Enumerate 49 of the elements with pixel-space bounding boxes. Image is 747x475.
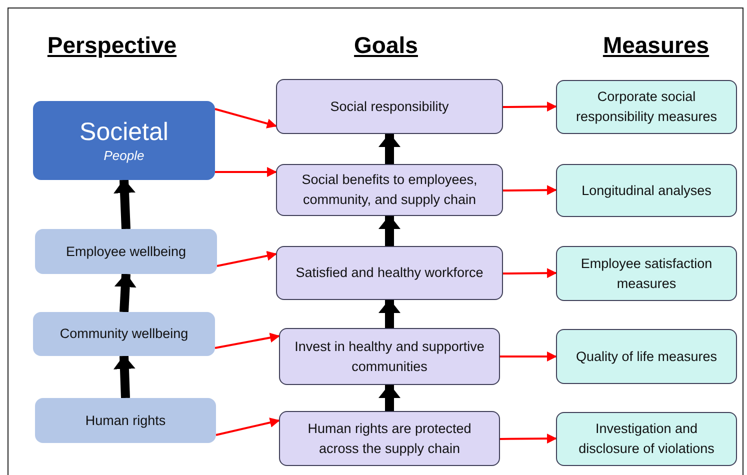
box-label: Corporate social responsibility measures xyxy=(574,88,718,126)
column-heading: Measures xyxy=(602,32,710,59)
block-arrow xyxy=(378,299,400,328)
arrow xyxy=(214,108,277,128)
box-label: Societal xyxy=(80,116,168,148)
goal-box xyxy=(279,328,500,385)
arrow xyxy=(214,332,280,349)
block-arrow xyxy=(378,133,400,164)
measure-box xyxy=(556,412,737,466)
arrow xyxy=(502,268,557,278)
column-heading: Goals xyxy=(354,32,418,59)
arrow xyxy=(216,250,277,267)
box-label: Quality of life measures xyxy=(576,348,718,366)
box-label: Human rights are protected across the supply chain xyxy=(306,420,472,458)
box-label: Human rights xyxy=(85,412,166,430)
box-label: Community wellbeing xyxy=(60,325,188,344)
block-arrow xyxy=(114,273,136,312)
arrow xyxy=(500,352,557,362)
goal-box xyxy=(276,79,503,134)
measure-box xyxy=(556,164,737,217)
box-subtitle: People xyxy=(104,148,144,164)
arrow xyxy=(502,185,557,196)
block-arrow xyxy=(378,384,400,411)
box-label: Employee satisfaction measures xyxy=(580,254,714,292)
box-label: Investigation and disclosure of violations xyxy=(578,420,716,458)
perspective-box xyxy=(33,101,215,180)
box-label: Social benefits to employees, community, and supply chain xyxy=(300,171,478,209)
column-heading: Perspective xyxy=(47,32,177,59)
block-arrow xyxy=(114,179,136,230)
arrow xyxy=(502,102,557,112)
box-label: Invest in healthy and supportive communities xyxy=(294,338,486,376)
goal-box xyxy=(276,164,503,216)
measure-box xyxy=(556,80,737,134)
perspective-box xyxy=(35,398,216,443)
perspective-box xyxy=(33,312,215,356)
arrow xyxy=(216,418,280,436)
box-label: Satisfied and healthy workforce xyxy=(296,264,484,282)
box-label: Longitudinal analyses xyxy=(582,182,712,200)
box-label: Employee wellbeing xyxy=(66,242,186,261)
goal-box xyxy=(279,411,500,466)
block-arrow xyxy=(113,355,136,398)
measure-box xyxy=(556,329,737,384)
measure-box xyxy=(556,246,737,301)
arrow xyxy=(215,167,277,177)
goal-box xyxy=(276,246,503,300)
arrow xyxy=(500,434,557,444)
block-arrow xyxy=(378,215,400,246)
box-label: Social responsibility xyxy=(330,98,449,116)
perspective-box xyxy=(35,229,217,274)
